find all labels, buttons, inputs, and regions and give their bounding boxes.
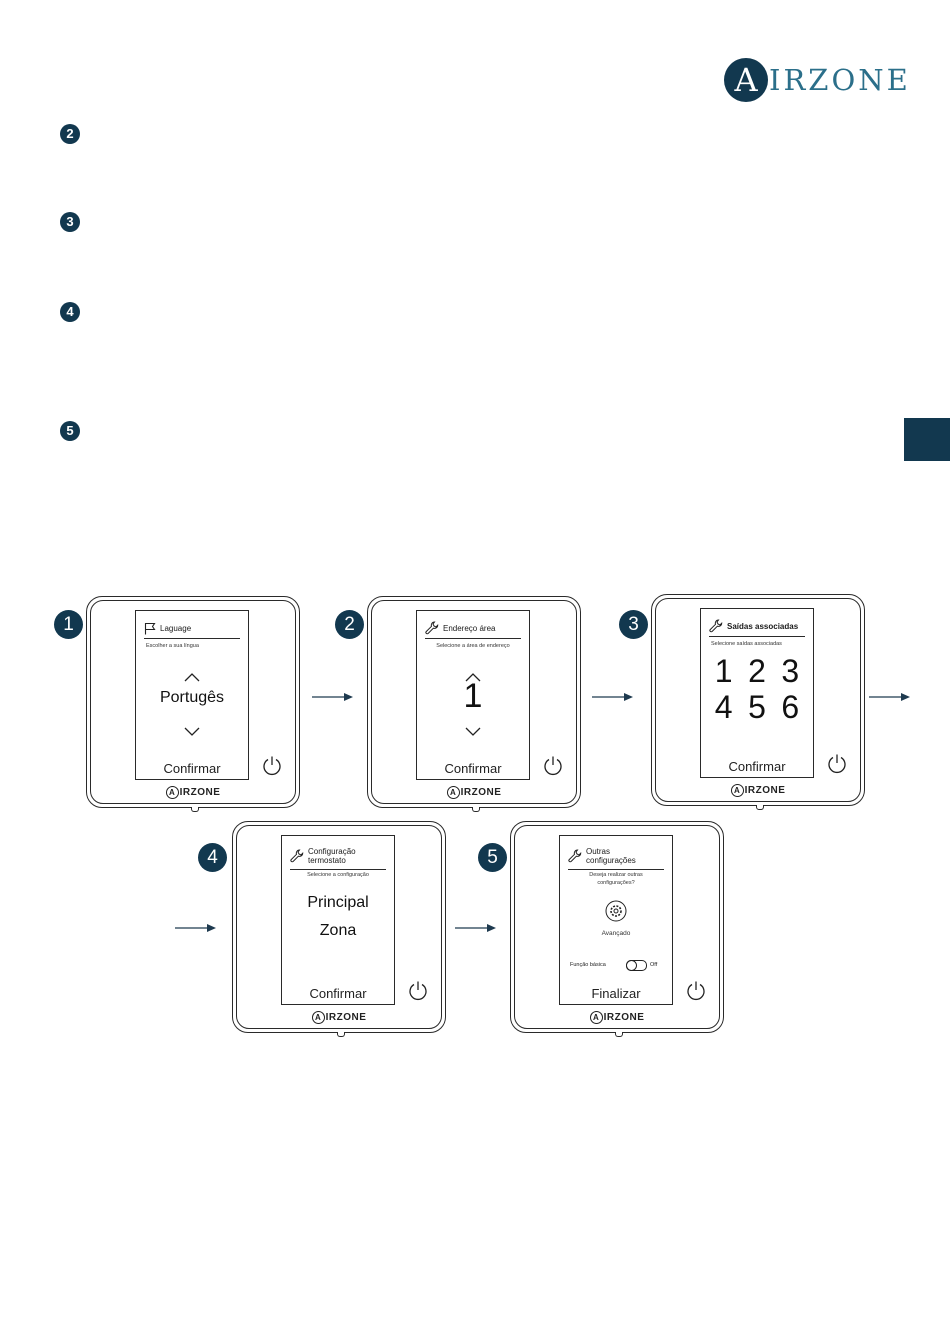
logo-wordmark: IRZONE — [769, 63, 911, 97]
confirm-button[interactable]: Confirmar — [444, 761, 502, 776]
step-badge-5: 5 — [478, 843, 507, 872]
wrench-icon — [425, 621, 439, 635]
confirm-button[interactable]: Confirmar — [309, 986, 367, 1001]
power-icon[interactable] — [685, 980, 707, 1007]
wrench-icon — [290, 849, 304, 863]
wrench-icon — [709, 619, 723, 633]
thermostat-device-3: Saídas associadas Selecione saídas assoc… — [651, 594, 865, 810]
basic-function-label: Função básica — [570, 962, 606, 968]
wrench-icon — [568, 849, 582, 863]
arrow-right-icon — [455, 920, 497, 938]
step-badge-4: 4 — [198, 843, 227, 872]
screen-header: Laguage — [144, 618, 240, 639]
confirm-button[interactable]: Confirmar — [728, 759, 786, 774]
step-badge-3: 3 — [619, 610, 648, 639]
advanced-gear-icon[interactable] — [560, 900, 672, 927]
output-digit[interactable]: 6 — [781, 689, 800, 725]
step-badge-1: 1 — [54, 610, 83, 639]
output-digit[interactable]: 3 — [781, 653, 800, 689]
step-bullet-5: 5 — [60, 421, 80, 441]
step-bullet-4: 4 — [60, 302, 80, 322]
option-principal[interactable]: Principal — [307, 894, 369, 911]
device-screen-language: Laguage Escolher a sua língua Portugês C… — [135, 610, 249, 780]
screen-title: Saídas associadas — [727, 621, 799, 631]
option-zona[interactable]: Zona — [319, 922, 357, 939]
power-icon[interactable] — [826, 753, 848, 780]
power-icon[interactable] — [407, 980, 429, 1007]
power-icon[interactable] — [261, 755, 283, 782]
screen-subtitle: Escolher a sua língua — [146, 643, 199, 649]
output-digit[interactable]: 5 — [748, 689, 766, 725]
output-digit[interactable]: 2 — [748, 653, 766, 689]
arrow-right-icon — [869, 689, 911, 707]
device-screen-outputs: Saídas associadas Selecione saídas assoc… — [700, 608, 814, 778]
logo-mark: A — [724, 58, 768, 102]
arrow-right-icon — [592, 689, 634, 707]
flag-icon — [144, 622, 156, 634]
confirm-button[interactable]: Confirmar — [163, 761, 221, 776]
thermostat-device-1: Laguage Escolher a sua língua Portugês C… — [86, 596, 300, 812]
step-bullet-3: 3 — [60, 212, 80, 232]
section-tab — [904, 418, 950, 461]
screen-header: Endereço área — [425, 618, 521, 639]
advanced-label: Avançado — [601, 930, 631, 937]
screen-title: Laguage — [160, 623, 192, 633]
output-digit[interactable]: 4 — [714, 689, 733, 725]
thermostat-device-2: Endereço área Selecione a área de endere… — [367, 596, 581, 812]
outputs-row-2: 4 5 6 — [707, 689, 807, 726]
chevron-up-icon[interactable] — [417, 669, 529, 687]
language-value: Portugês — [159, 689, 225, 706]
toggle-state: Off — [650, 962, 658, 968]
step-badge-2: 2 — [335, 610, 364, 639]
address-value: 1 — [463, 677, 483, 715]
outputs-row-1: 1 2 3 — [707, 653, 807, 690]
chevron-up-icon[interactable] — [136, 669, 248, 687]
chevron-down-icon[interactable] — [136, 723, 248, 741]
screen-subtitle: Selecione a configuração — [307, 872, 369, 878]
screen-header: Saídas associadas — [709, 616, 805, 637]
output-digit[interactable]: 1 — [714, 653, 733, 689]
chevron-down-icon[interactable] — [417, 723, 529, 741]
screen-subtitle: Selecione a área de endereço — [436, 643, 510, 649]
power-icon[interactable] — [542, 755, 564, 782]
basic-function-toggle[interactable] — [626, 960, 647, 971]
airzone-logo: A IRZONE — [724, 58, 911, 102]
screen-subtitle: Selecione saídas associadas — [711, 641, 782, 647]
device-screen-address: Endereço área Selecione a área de endere… — [416, 610, 530, 780]
finish-button[interactable]: Finalizar — [591, 986, 641, 1001]
arrow-right-icon — [312, 689, 354, 707]
step-bullet-2: 2 — [60, 124, 80, 144]
screen-title: Endereço área — [443, 623, 496, 633]
arrow-right-icon — [175, 920, 217, 938]
